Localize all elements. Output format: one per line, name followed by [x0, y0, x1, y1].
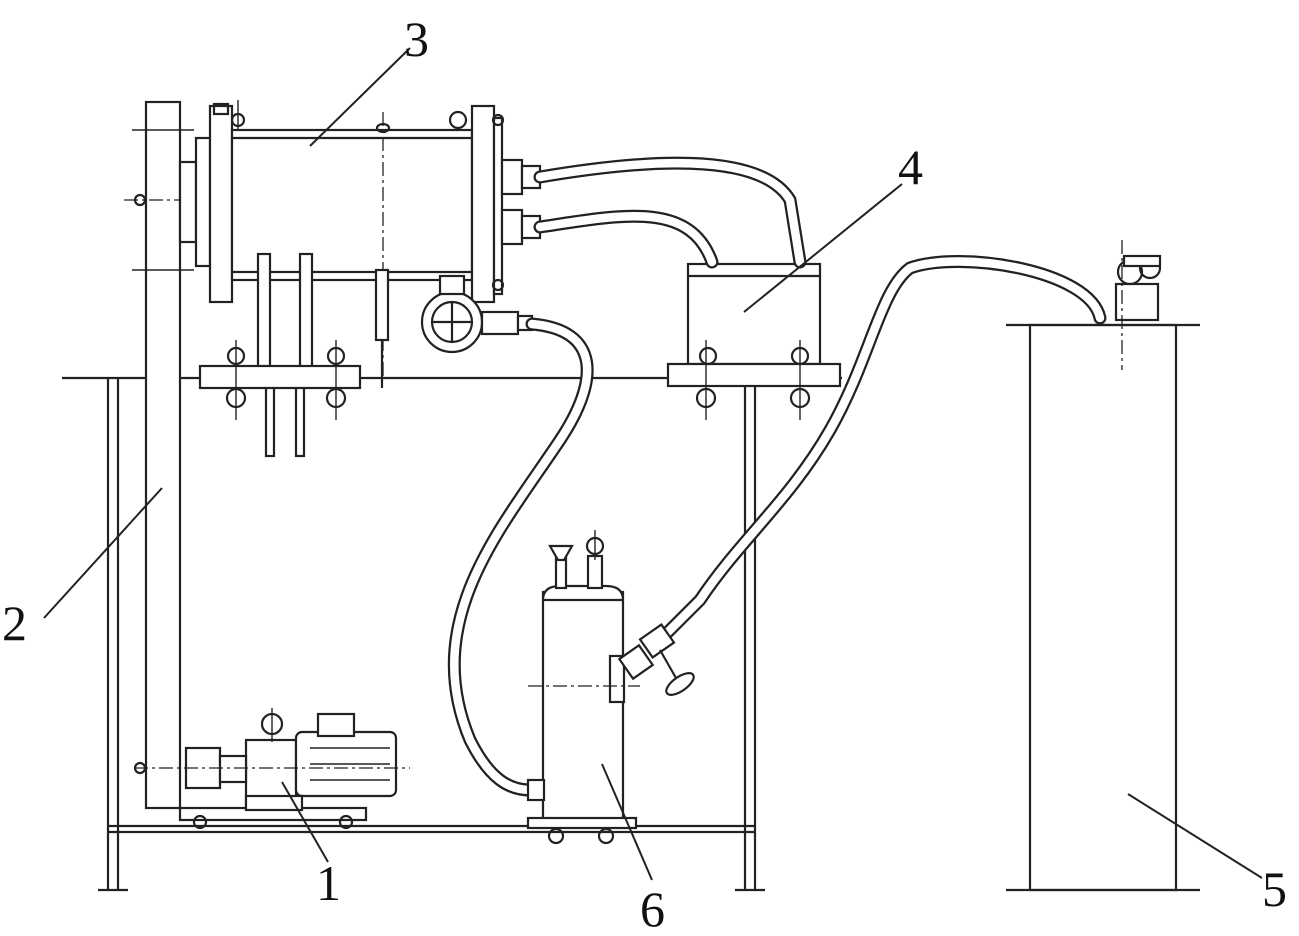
label-6: 6 — [640, 881, 665, 936]
cylinder-vessel — [178, 100, 542, 458]
leader-6 — [601, 763, 653, 881]
tall-tank — [1006, 240, 1200, 892]
leader-2 — [43, 487, 163, 619]
box-unit — [666, 262, 842, 420]
leader-5 — [1127, 793, 1263, 879]
label-3: 3 — [404, 11, 429, 67]
hoses — [447, 156, 1107, 797]
label-1: 1 — [316, 855, 341, 911]
label-4: 4 — [898, 139, 923, 195]
leader-3 — [309, 47, 411, 147]
label-2: 2 — [2, 595, 27, 651]
labels: 3 4 2 1 6 5 — [2, 11, 1287, 936]
small-vessel — [526, 530, 695, 845]
leader-4 — [743, 183, 903, 313]
leader-1 — [281, 781, 329, 863]
label-5: 5 — [1262, 861, 1287, 917]
motor-pump — [134, 708, 410, 830]
vertical-plate — [124, 100, 480, 810]
